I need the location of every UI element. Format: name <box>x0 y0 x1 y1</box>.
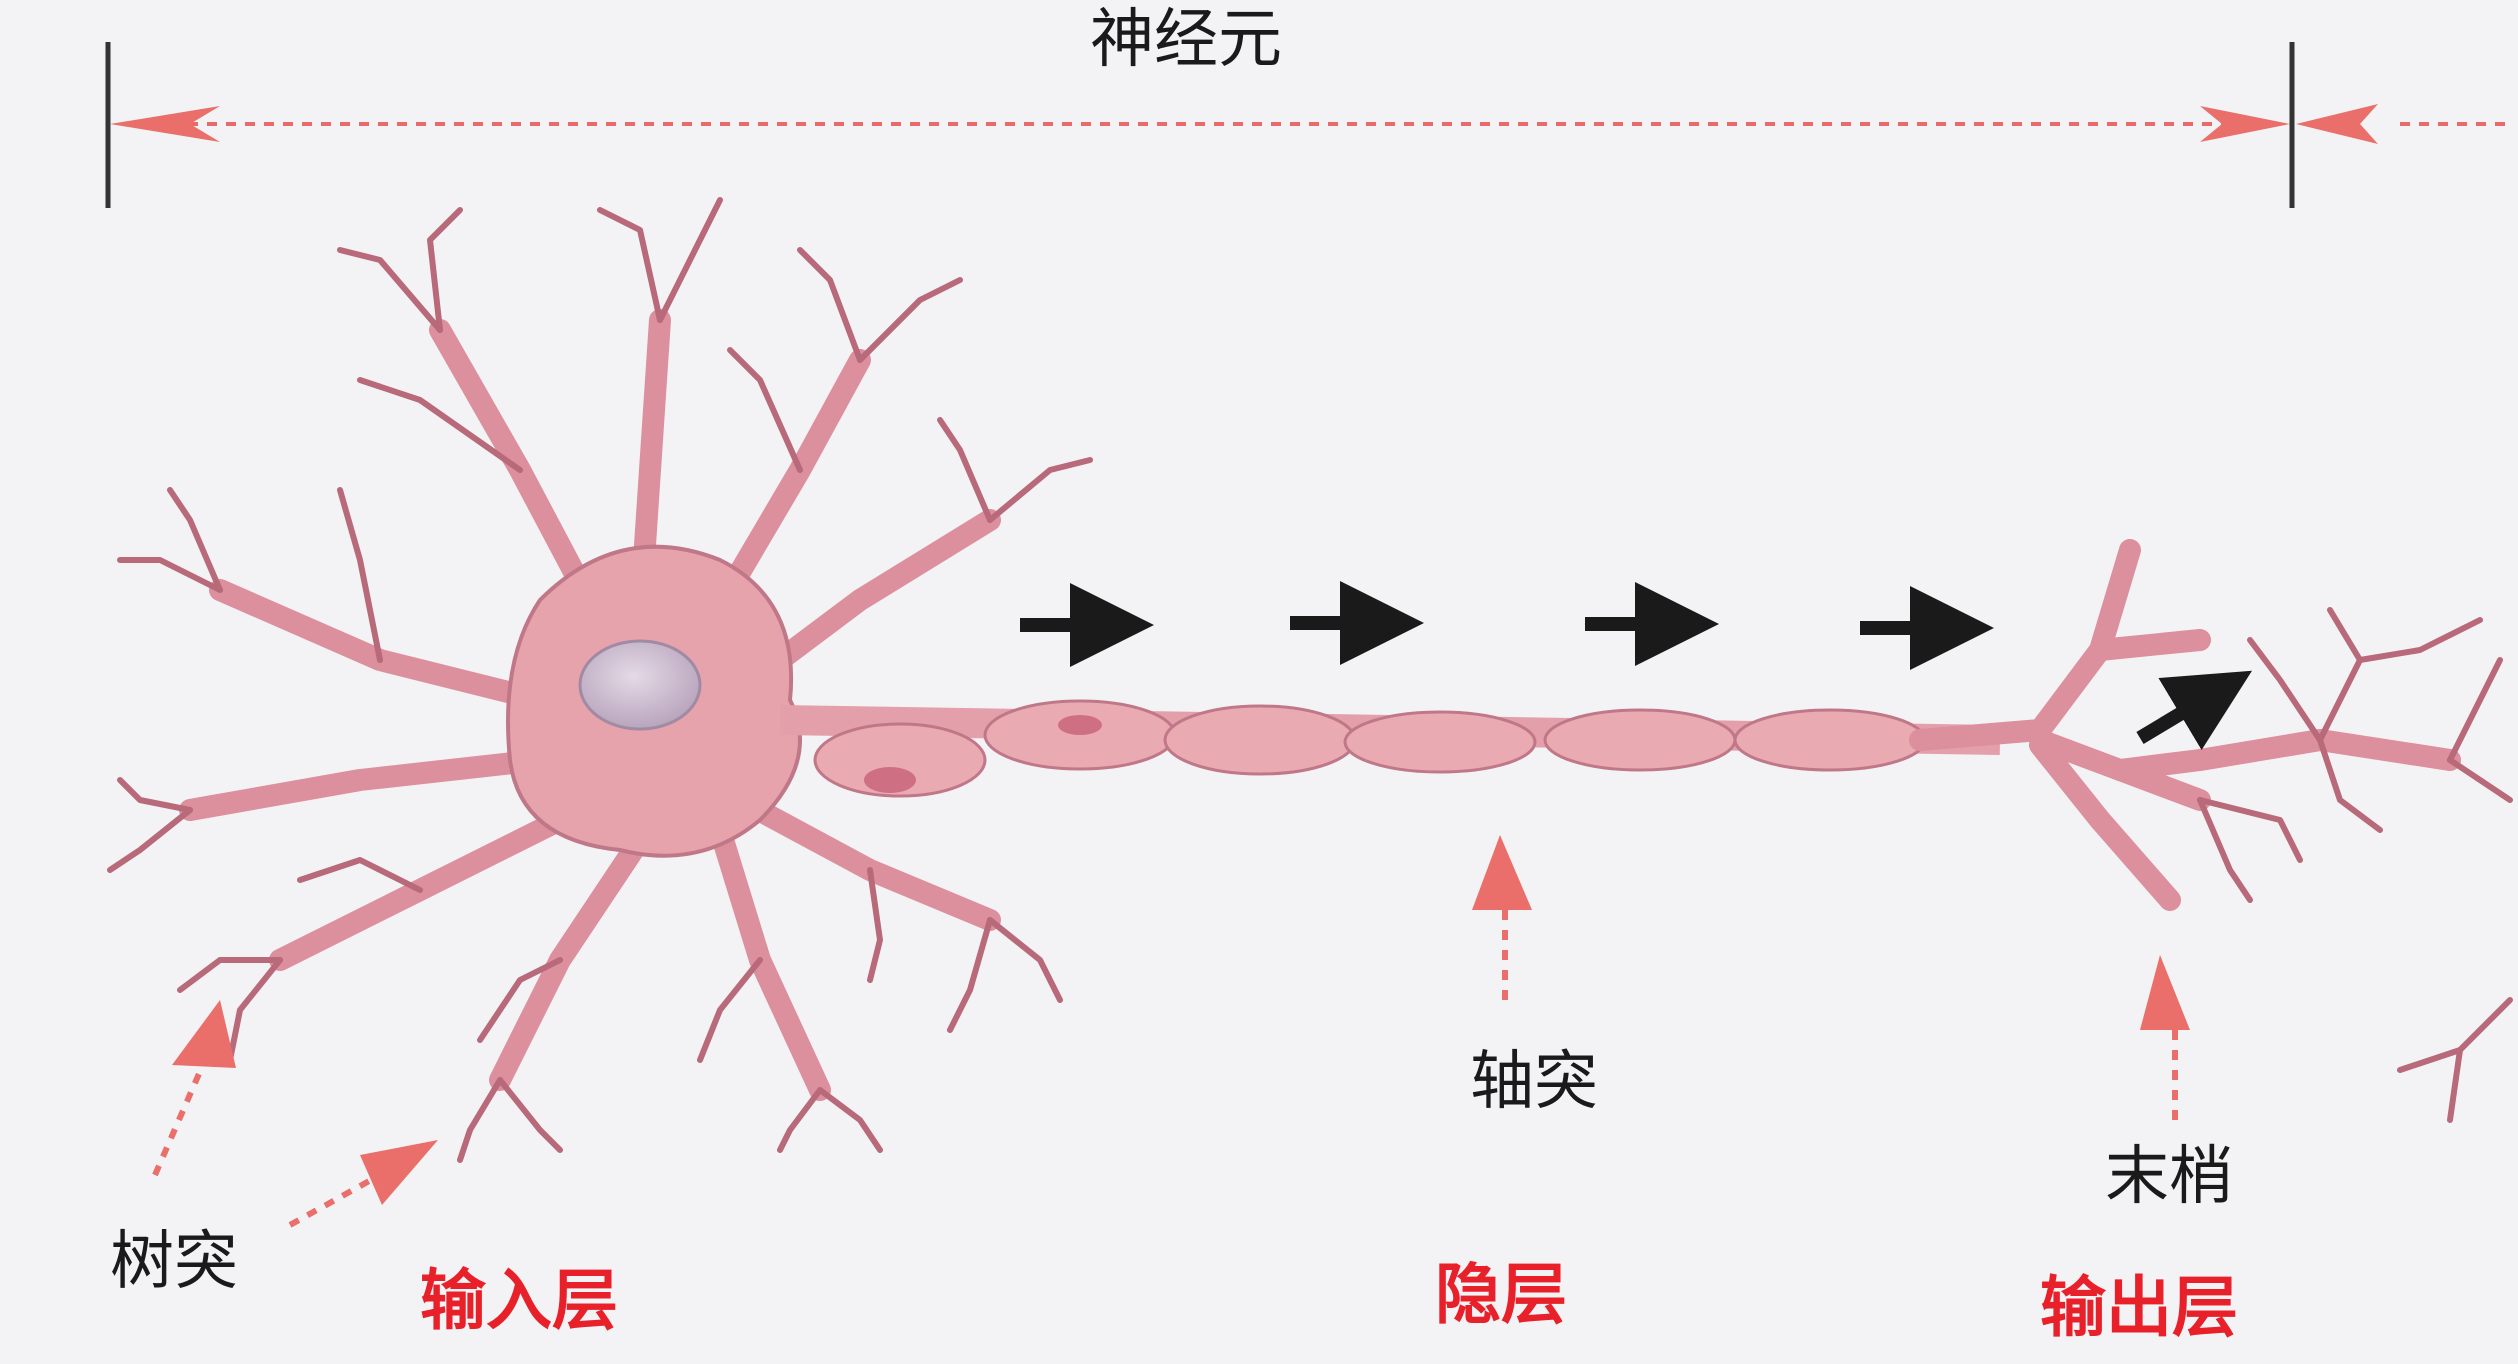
dendrites <box>107 197 1093 1163</box>
myelin-sheath-1 <box>813 722 987 798</box>
hidden-layer-label: 隐层 <box>1435 1256 1567 1333</box>
span-arrow-left-icon <box>110 106 220 142</box>
myelin-sheath-6 <box>1733 708 1927 772</box>
myelin-sheath-4 <box>1343 710 1537 774</box>
terminal-pointer-icon <box>2140 955 2190 1120</box>
dendrite-label: 树突 <box>110 1225 238 1299</box>
output-layer-label: 输出层 <box>2040 1269 2238 1346</box>
axon-terminal <box>1909 539 2513 1123</box>
dendrite-pointer-2-icon <box>288 1140 438 1228</box>
signal-arrow-5-icon <box>2136 670 2253 751</box>
input-layer-label: 输入层 <box>420 1262 618 1339</box>
axon-label: 轴突 <box>1470 1045 1598 1119</box>
myelin-sheath-5 <box>1543 708 1737 772</box>
span-arrow-outer-icon <box>2296 104 2378 144</box>
neuron-title: 神经元 <box>1090 3 1282 77</box>
neuron-span-bracket <box>105 42 2505 208</box>
pointer-arrows <box>152 835 2190 1228</box>
nucleus <box>578 639 702 731</box>
dendrite-pointer-1-icon <box>152 1000 236 1177</box>
signal-flow-arrows <box>1020 581 2253 751</box>
axon <box>779 699 2001 798</box>
axon-pointer-icon <box>1472 835 1532 1000</box>
terminal-label: 末梢 <box>2105 1140 2233 1214</box>
schwann-nucleus-2 <box>1058 715 1102 735</box>
span-arrow-right-icon <box>2200 106 2290 142</box>
schwann-nucleus-1 <box>864 767 916 793</box>
myelin-sheath-3 <box>1163 704 1357 776</box>
